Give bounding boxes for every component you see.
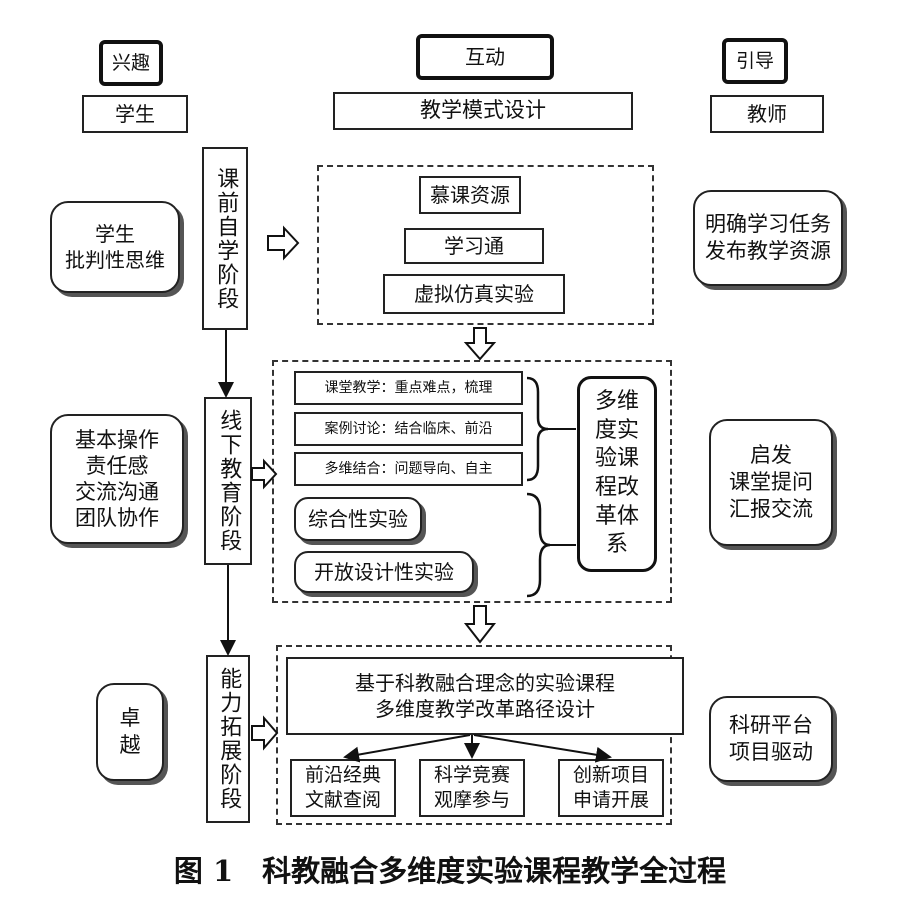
stage-extend-text: 能力拓展阶段: [216, 667, 242, 811]
link-to-innovation: [473, 734, 612, 763]
innovation-project: 创新项目 申请开展: [558, 759, 664, 817]
figure-caption: 图 1 科教融合多维度实验课程教学全过程: [173, 854, 727, 888]
stage-extend: 能力拓展阶段: [206, 655, 250, 823]
hollow-arrow-right-1: [267, 225, 300, 261]
tasks-box: 明确学习任务 发布教学资源: [693, 190, 843, 286]
offline-item-multi: 多维结合：问题导向、自主: [294, 452, 523, 486]
stage-pre-text: 课前自学阶段: [213, 166, 239, 311]
inspire-box: 启发 课堂提问 汇报交流: [709, 419, 833, 546]
open-design-experiment: 开放设计性实验: [294, 551, 474, 593]
mooc-resource: 慕课资源: [419, 176, 521, 214]
excellence-box: 卓 越: [96, 683, 164, 781]
teacher-label: 教师: [710, 95, 824, 133]
reform-system-text: 多维度实验课程改革体系: [594, 389, 639, 558]
competition-participation: 科学竞赛 观摩参与: [419, 759, 525, 817]
student-label: 学生: [82, 95, 188, 133]
hollow-arrow-down-1: [463, 327, 497, 361]
teaching-mode-design: 教学模式设计: [333, 92, 633, 130]
hollow-arrow-right-3: [251, 715, 279, 751]
interaction-label: 互动: [416, 34, 554, 80]
hollow-arrow-right-2: [251, 458, 278, 490]
hollow-arrow-down-2: [463, 605, 497, 644]
bracket-experiments: [526, 492, 551, 598]
pre-class-container: [317, 165, 654, 325]
stage-pre-class: 课前自学阶段: [202, 147, 248, 330]
virtual-sim-resource: 虚拟仿真实验: [383, 274, 565, 314]
critical-thinking-box: 学生 批判性思维: [50, 201, 180, 293]
offline-item-lecture: 课堂教学：重点难点，梳理: [294, 371, 523, 405]
path-design-box: 基于科教融合理念的实验课程 多维度教学改革路径设计: [286, 657, 684, 735]
literature-review: 前沿经典 文献查阅: [290, 759, 396, 817]
comprehensive-experiment: 综合性实验: [294, 497, 422, 541]
xuexitong-resource: 学习通: [404, 228, 544, 264]
extend-container: [276, 645, 672, 825]
stage-offline-text: 线下教育阶段: [216, 409, 242, 553]
bracket-offline-items: [526, 376, 549, 482]
offline-item-case: 案例讨论：结合临床、前沿: [294, 412, 523, 446]
guide-label: 引导: [722, 38, 788, 84]
reform-system-box: 多维度实验课程改革体系: [577, 376, 657, 572]
link-to-literature: [343, 734, 471, 763]
skills-box: 基本操作 责任感 交流沟通 团队协作: [50, 414, 184, 544]
research-box: 科研平台 项目驱动: [709, 696, 833, 782]
offline-container: [272, 360, 672, 603]
interest-label: 兴趣: [99, 40, 163, 86]
